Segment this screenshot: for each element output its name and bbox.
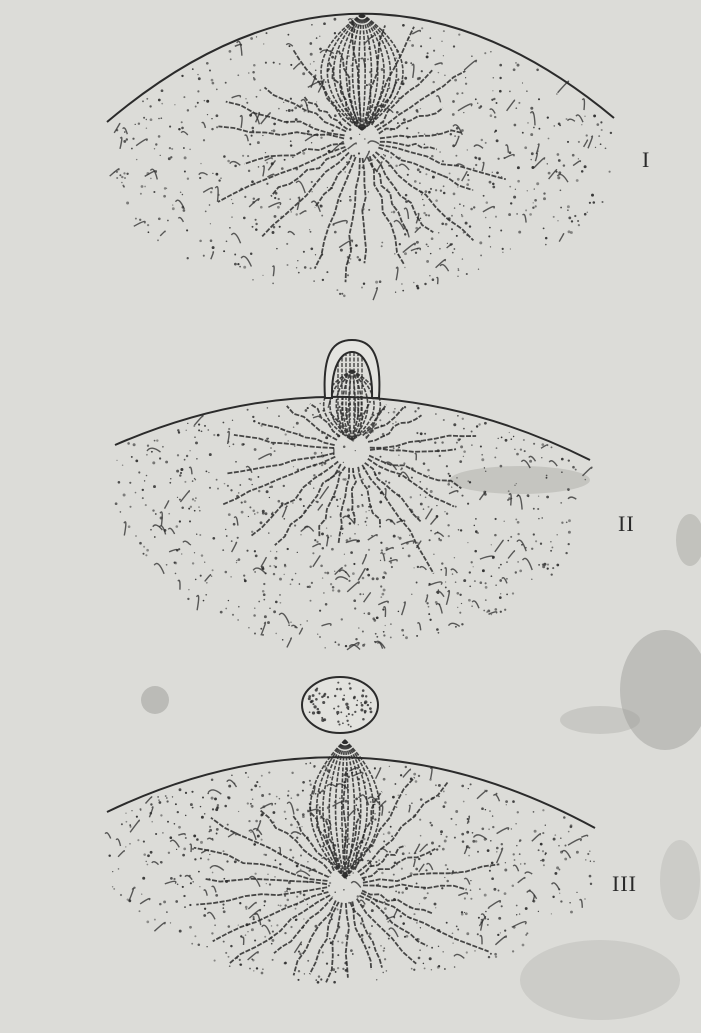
figure-3-egg-section <box>105 677 595 984</box>
figure-2-label: II <box>618 511 635 537</box>
figure-2-egg-section <box>115 340 592 650</box>
figure-3-label: III <box>612 871 637 897</box>
figure-2-polar-body-bud <box>325 340 380 398</box>
figure-1-label: I <box>642 147 650 173</box>
figure-1-spindle-fibres <box>321 14 403 130</box>
figure-1-egg-section <box>107 14 614 300</box>
paper-stains <box>141 466 701 1020</box>
figure-2-egg-surface <box>115 397 590 460</box>
